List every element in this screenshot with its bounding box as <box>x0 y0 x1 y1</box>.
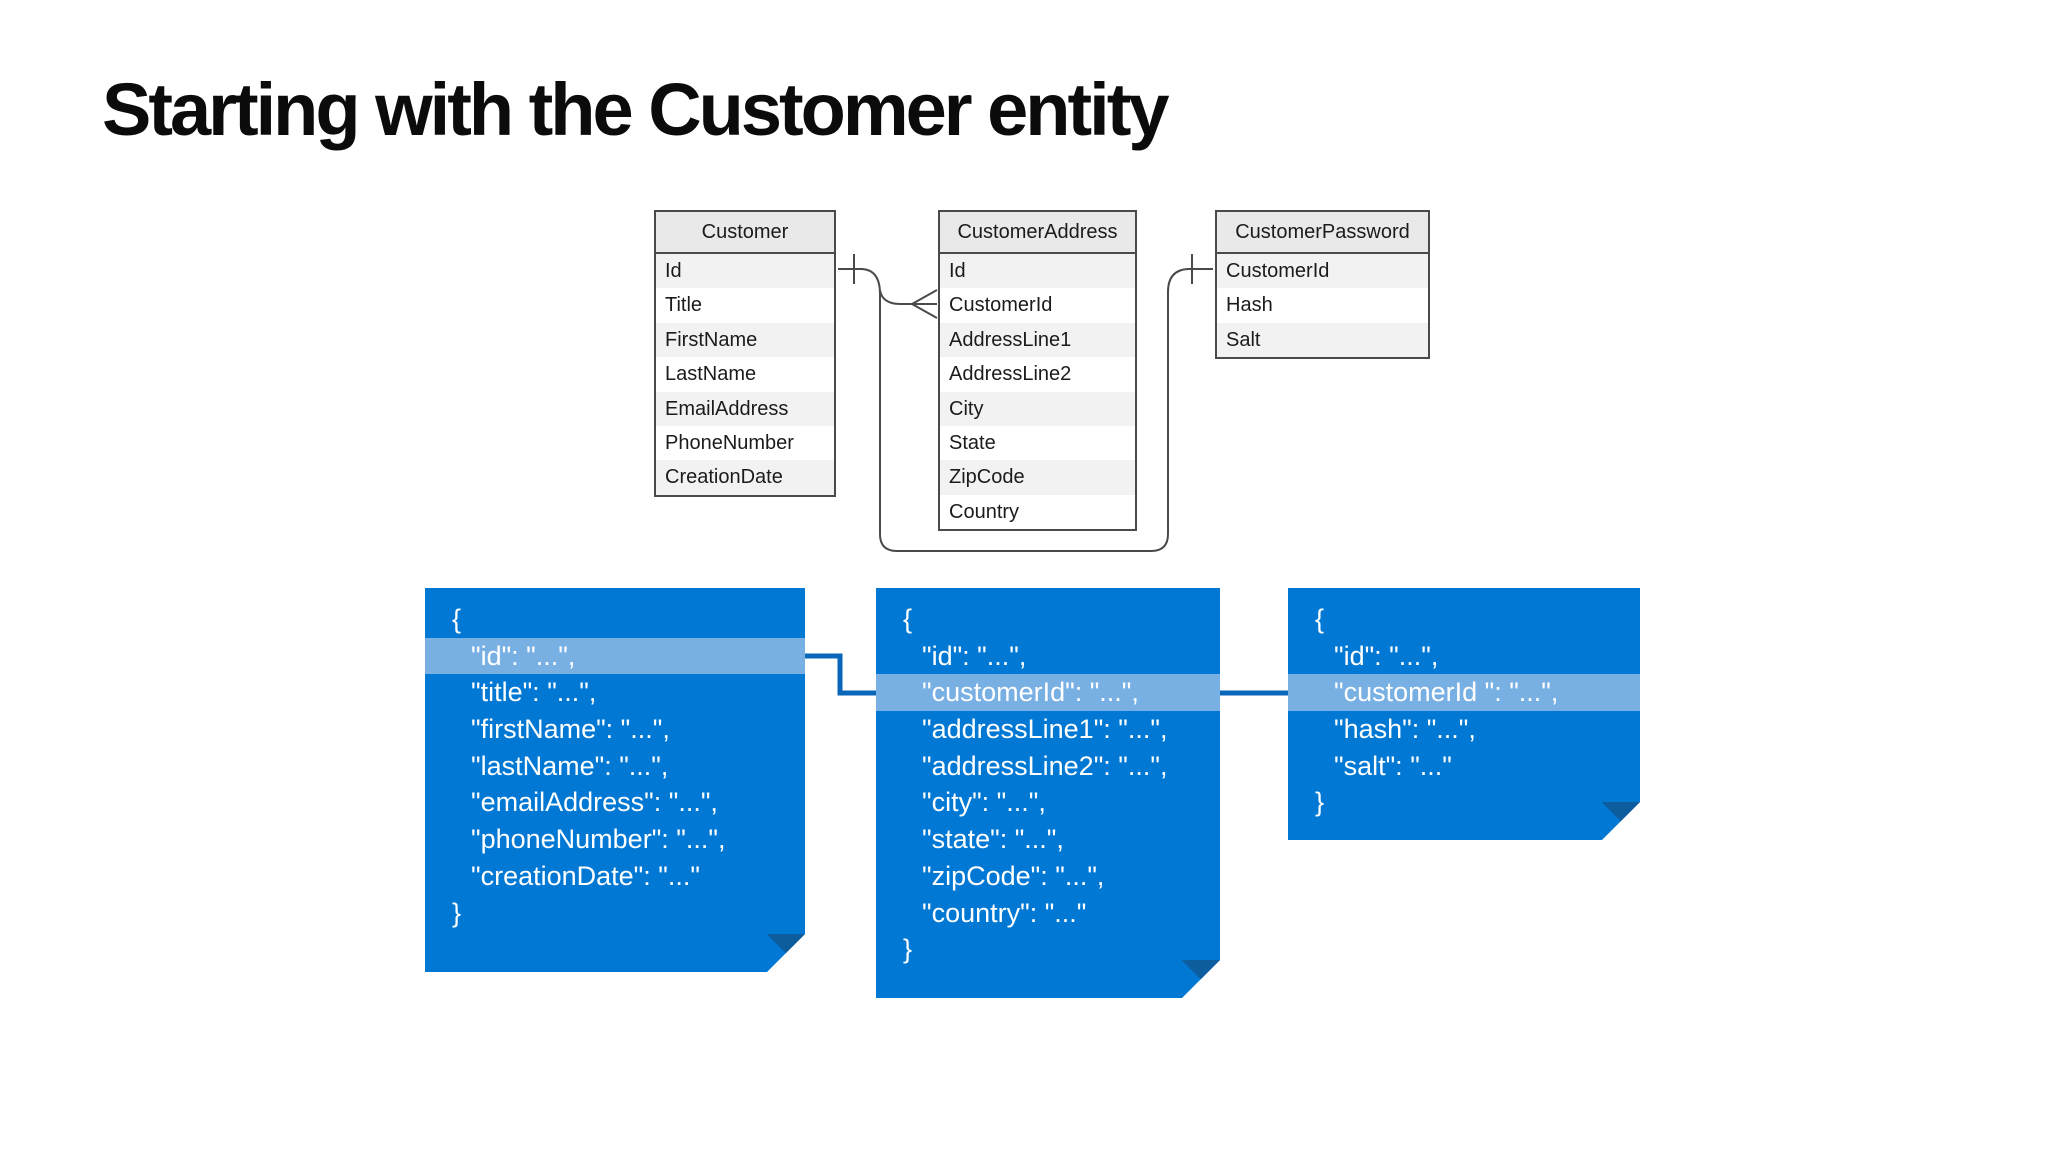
json-line: } <box>903 934 913 965</box>
er-table-customer: Customer Id Title FirstName LastName Ema… <box>654 210 836 497</box>
json-line: "title": "...", <box>471 677 597 708</box>
er-field: City <box>940 391 1135 426</box>
er-field: PhoneNumber <box>665 431 794 454</box>
json-line: "phoneNumber": "...", <box>471 824 726 855</box>
er-field: Id <box>656 254 834 289</box>
json-line: "zipCode": "...", <box>922 860 1105 891</box>
er-field: Id <box>940 254 1135 289</box>
json-line-highlight-id: "id": "...", <box>425 638 805 675</box>
er-field: Hash <box>1226 294 1273 317</box>
er-field: CustomerId <box>1217 254 1428 289</box>
json-line: "addressLine2": "...", <box>922 750 1168 781</box>
json-line: "emailAddress": "...", <box>471 787 718 818</box>
doc-link-customer-to-address <box>803 653 878 696</box>
er-field: LastName <box>665 363 757 386</box>
er-field: Salt <box>1217 322 1428 358</box>
json-doc-customer-address: { "id": "...", "customerId": "...", "add… <box>876 588 1220 998</box>
json-line: "creationDate": "..." <box>471 860 700 891</box>
json-line: "addressLine1": "...", <box>922 714 1168 745</box>
json-line: "city": "...", <box>922 787 1046 818</box>
er-table-customer-password: CustomerPassword CustomerId Hash Salt <box>1215 210 1430 360</box>
er-field: Country <box>949 500 1020 523</box>
er-field: CustomerId <box>949 294 1053 317</box>
er-field: EmailAddress <box>656 391 834 426</box>
json-line: "hash": "...", <box>1334 714 1476 745</box>
crows-foot-many-icon <box>911 289 938 319</box>
json-line: { <box>1315 604 1325 634</box>
er-table-customer-address-title: CustomerAddress <box>940 212 1135 254</box>
json-doc-customer-password: { "id": "...", "customerId ": "...", "ha… <box>1288 588 1640 840</box>
json-line: "id": "...", <box>1334 640 1439 671</box>
json-doc-customer: { "id": "...", "title": "...", "firstNam… <box>425 588 805 972</box>
json-line: "lastName": "...", <box>471 750 669 781</box>
json-line: "id": "...", <box>922 640 1027 671</box>
json-line: "state": "...", <box>922 824 1064 855</box>
er-field: AddressLine2 <box>949 363 1072 386</box>
json-line: "salt": "..." <box>1334 750 1452 781</box>
er-field: FirstName <box>656 322 834 358</box>
er-table-customer-title: Customer <box>656 212 834 254</box>
page-title: Starting with the Customer entity <box>102 68 1170 151</box>
json-line: "country": "..." <box>922 897 1087 928</box>
relationship-line-customer-password <box>838 268 1213 552</box>
json-line: } <box>1315 787 1325 818</box>
er-field: State <box>949 431 996 454</box>
json-line: } <box>452 897 462 928</box>
json-line-highlight-customer-id: "customerId": "...", <box>876 674 1220 711</box>
er-field: CreationDate <box>656 460 834 495</box>
json-line: { <box>903 604 913 634</box>
er-field: Title <box>665 294 703 317</box>
json-line: "firstName": "...", <box>471 714 670 745</box>
er-table-customer-address: CustomerAddress Id CustomerId AddressLin… <box>938 210 1137 532</box>
er-table-customer-password-title: CustomerPassword <box>1217 212 1428 254</box>
er-field: AddressLine1 <box>940 322 1135 358</box>
er-field: ZipCode <box>940 460 1135 495</box>
json-line: { <box>452 604 462 634</box>
relationship-line-customer-address <box>879 289 912 305</box>
json-line-highlight-customer-id: "customerId ": "...", <box>1288 674 1640 711</box>
